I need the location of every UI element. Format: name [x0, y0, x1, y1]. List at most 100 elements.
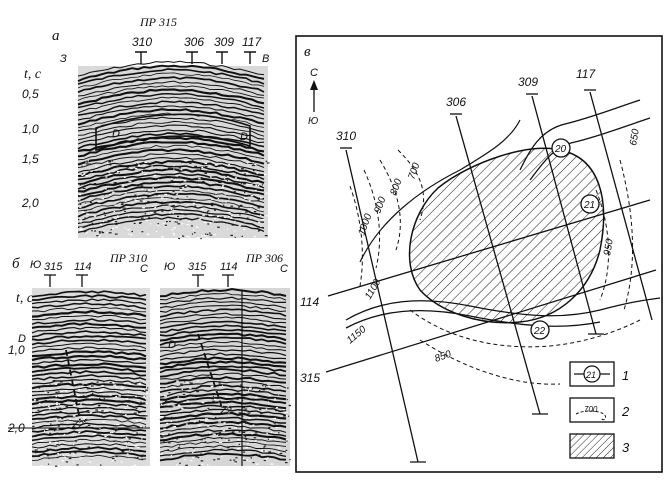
seismic-speckle [89, 201, 93, 204]
seismic-speckle [186, 204, 188, 206]
seismic-speckle [113, 384, 117, 386]
seismic-speckle [90, 402, 93, 404]
seismic-speckle [56, 440, 59, 442]
seismic-speckle [260, 450, 263, 452]
panel-a-profile-label: ПР 315 [139, 15, 177, 29]
north-label: С [310, 67, 318, 79]
seismic-speckle [265, 386, 267, 388]
seismic-speckle [217, 458, 220, 460]
seismic-speckle [102, 216, 104, 218]
seismic-reflector [31, 358, 147, 365]
seismic-speckle [251, 433, 253, 435]
seismic-speckle [118, 395, 121, 397]
seismic-speckle [263, 445, 267, 447]
seismic-speckle [188, 221, 190, 223]
seismic-speckle [168, 381, 170, 383]
seismic-speckle [205, 233, 207, 235]
seismic-speckle [105, 176, 108, 178]
seismic-reflector [159, 320, 287, 329]
seismic-speckle [278, 394, 280, 396]
seismic-speckle [121, 185, 125, 187]
seismic-speckle [38, 455, 40, 457]
seismic-speckle [269, 438, 272, 440]
seismic-speckle [165, 387, 168, 389]
seismic-speckle [111, 460, 115, 462]
seismic-speckle [56, 389, 59, 391]
seismic-reflector [77, 92, 265, 109]
seismic-speckle [79, 203, 82, 205]
seismic-speckle [225, 201, 227, 203]
seismic-speckle [85, 418, 88, 421]
seismic-speckle [127, 401, 131, 403]
seismic-speckle [235, 183, 239, 185]
seismic-speckle [283, 415, 286, 417]
seismic-speckle [129, 450, 132, 452]
seismic-speckle [57, 453, 60, 455]
seismic-speckle [97, 432, 100, 434]
seismic-speckle [173, 426, 176, 428]
seismic-speckle [184, 214, 188, 216]
seismic-speckle [110, 229, 112, 231]
seismic-speckle [180, 391, 182, 393]
seismic-speckle [267, 438, 270, 440]
seismic-speckle [183, 169, 186, 171]
seismic-speckle [108, 435, 111, 437]
seismic-speckle [127, 229, 130, 231]
seismic-reflector [160, 376, 287, 385]
seismic-speckle [75, 411, 77, 413]
seismic-reflector [31, 326, 147, 334]
seismic-speckle [196, 217, 200, 219]
seismic-speckle [247, 183, 251, 185]
seismic-speckle [164, 193, 167, 195]
seismic-speckle [203, 221, 207, 223]
seismic-speckle [125, 436, 128, 438]
seismic-speckle [239, 409, 241, 411]
seismic-reflector [31, 334, 147, 342]
seismic-speckle [193, 229, 195, 231]
seismic-speckle [200, 385, 204, 387]
seismic-speckle [256, 172, 258, 175]
seismic-speckle [264, 383, 267, 386]
seismic-speckle [55, 408, 58, 410]
seismic-speckle [245, 447, 248, 449]
seismic-speckle [262, 385, 264, 387]
seismic-speckle [268, 451, 272, 453]
seismic-speckle [153, 175, 156, 177]
seismic-speckle [175, 168, 179, 170]
seismic-reflector [159, 452, 287, 462]
seismic-speckle [179, 219, 182, 221]
seismic-speckle [40, 406, 43, 408]
seismic-speckle [83, 210, 87, 212]
seismic-speckle [147, 196, 150, 198]
seismic-speckle [49, 384, 51, 386]
seismic-speckle [212, 433, 215, 435]
seismic-reflector [77, 144, 265, 161]
seismic-speckle [115, 223, 118, 225]
seismic-speckle [200, 460, 204, 462]
seismic-speckle [201, 402, 205, 404]
seismic-reflector [159, 308, 287, 318]
seismic-speckle [224, 216, 226, 218]
seismic-speckle [114, 419, 118, 421]
seismic-speckle [198, 454, 201, 456]
seismic-speckle [239, 214, 241, 216]
seismic-reflector [77, 184, 265, 202]
seismic-reflector [31, 422, 147, 430]
seismic-speckle [253, 235, 256, 238]
seismic-speckle [173, 165, 175, 167]
seismic-speckle [85, 163, 89, 165]
seismic-speckle [172, 212, 174, 214]
seismic-speckle [34, 452, 37, 454]
seismic-speckle [240, 179, 242, 181]
seismic-speckle [240, 182, 242, 184]
seismic-speckle [258, 178, 261, 180]
seismic-reflector [159, 292, 287, 301]
panel-b-axis-label: t, с [16, 291, 34, 306]
seismic-speckle [130, 234, 133, 236]
seismic-speckle [230, 215, 234, 217]
seismic-speckle [206, 237, 208, 239]
seismic-speckle [95, 409, 99, 411]
seismic-speckle [182, 169, 184, 171]
seismic-speckle [181, 211, 184, 213]
seismic-speckle [126, 450, 128, 453]
